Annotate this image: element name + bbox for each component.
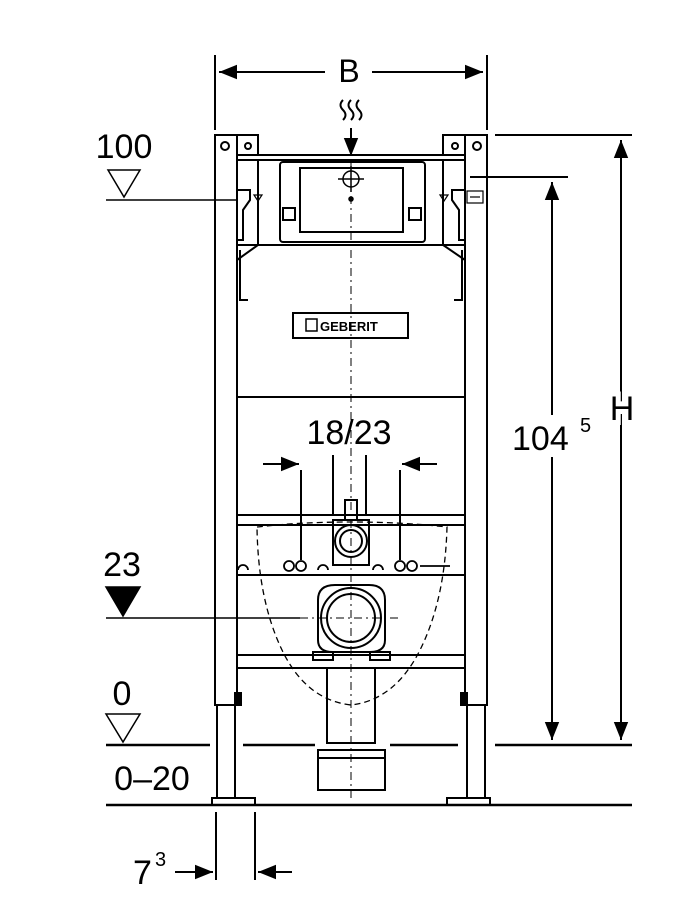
dimension-leg-offset (175, 812, 292, 880)
water-supply-icon (339, 99, 363, 156)
toilet-outline (256, 521, 448, 706)
level-zero-label: 0 (113, 675, 132, 713)
mounting-rail (237, 560, 450, 572)
level-zero-marker (104, 713, 142, 744)
level-mid-label: 23 (103, 546, 141, 584)
frame-height-sup: 5 (580, 415, 591, 437)
level-top-label: 100 (96, 128, 153, 166)
dimension-height (495, 134, 632, 740)
width-label: B (338, 53, 359, 89)
brand-name: GEBERIT (320, 319, 378, 334)
dimension-frame-height (470, 176, 568, 740)
frame-height-label: 104 5 (508, 415, 598, 458)
leg-offset-main: 7 (133, 854, 152, 892)
dimension-width (214, 55, 488, 130)
level-mid-marker (104, 586, 300, 619)
flush-plate-opening (279, 161, 426, 243)
floor-range-label: 0–20 (114, 760, 190, 798)
height-label: H (610, 390, 635, 428)
spacing-label: 18/23 (306, 414, 391, 452)
level-top-marker (106, 169, 236, 201)
floor-line (106, 743, 632, 807)
level-marker-icon (252, 190, 484, 204)
brand-plate: GEBERIT (292, 312, 409, 339)
right-post (464, 134, 488, 706)
frame-height-main: 104 (512, 420, 569, 458)
leg-offset-sup: 3 (155, 849, 166, 871)
left-post (214, 134, 238, 706)
